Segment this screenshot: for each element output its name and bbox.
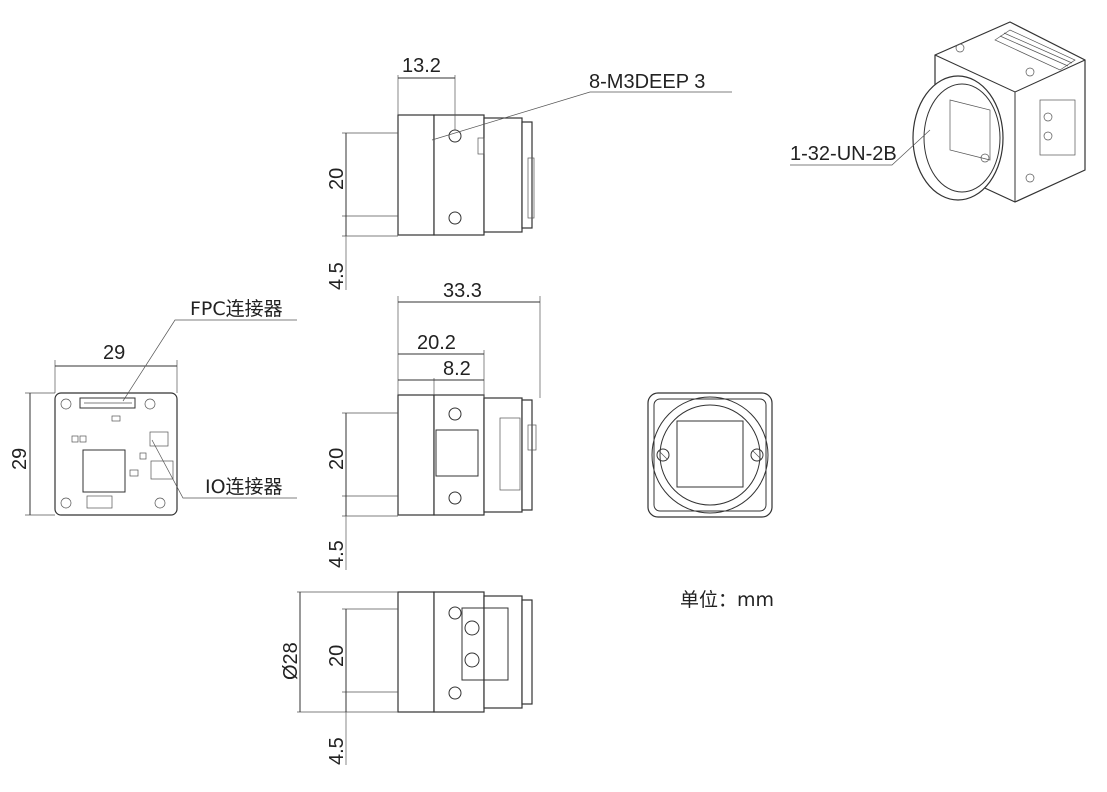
- mount-thread-label: 1-32-UN-2B: [790, 143, 897, 165]
- dim-board-width-29: 29: [103, 342, 125, 364]
- dim-diameter-28: Ø28: [280, 642, 302, 680]
- isometric-camera-view: [790, 21, 1086, 203]
- side-view-bottom: [297, 591, 533, 765]
- side-view-top: [342, 75, 732, 290]
- dim-8-2: 8.2: [443, 358, 471, 380]
- fpc-connector-label: FPC连接器: [190, 298, 283, 320]
- board-rear-view: [25, 319, 297, 516]
- dim-20-top: 20: [326, 168, 348, 190]
- side-view-middle: [342, 296, 541, 570]
- dim-20-bottom: 20: [326, 645, 348, 667]
- hole-spec-label: 8-M3DEEP 3: [589, 71, 705, 93]
- dim-13-2: 13.2: [402, 55, 441, 77]
- dim-20-2: 20.2: [417, 332, 456, 354]
- dim-4-5-mid: 4.5: [326, 540, 348, 568]
- unit-label: 单位：mm: [680, 589, 774, 611]
- dim-33-3: 33.3: [443, 280, 482, 302]
- dim-4-5-top: 4.5: [326, 262, 348, 290]
- front-view: [647, 392, 773, 518]
- dim-20-mid: 20: [326, 448, 348, 470]
- io-connector-label: IO连接器: [205, 476, 283, 498]
- dim-board-height-29: 29: [9, 448, 31, 470]
- dim-4-5-bottom: 4.5: [326, 737, 348, 765]
